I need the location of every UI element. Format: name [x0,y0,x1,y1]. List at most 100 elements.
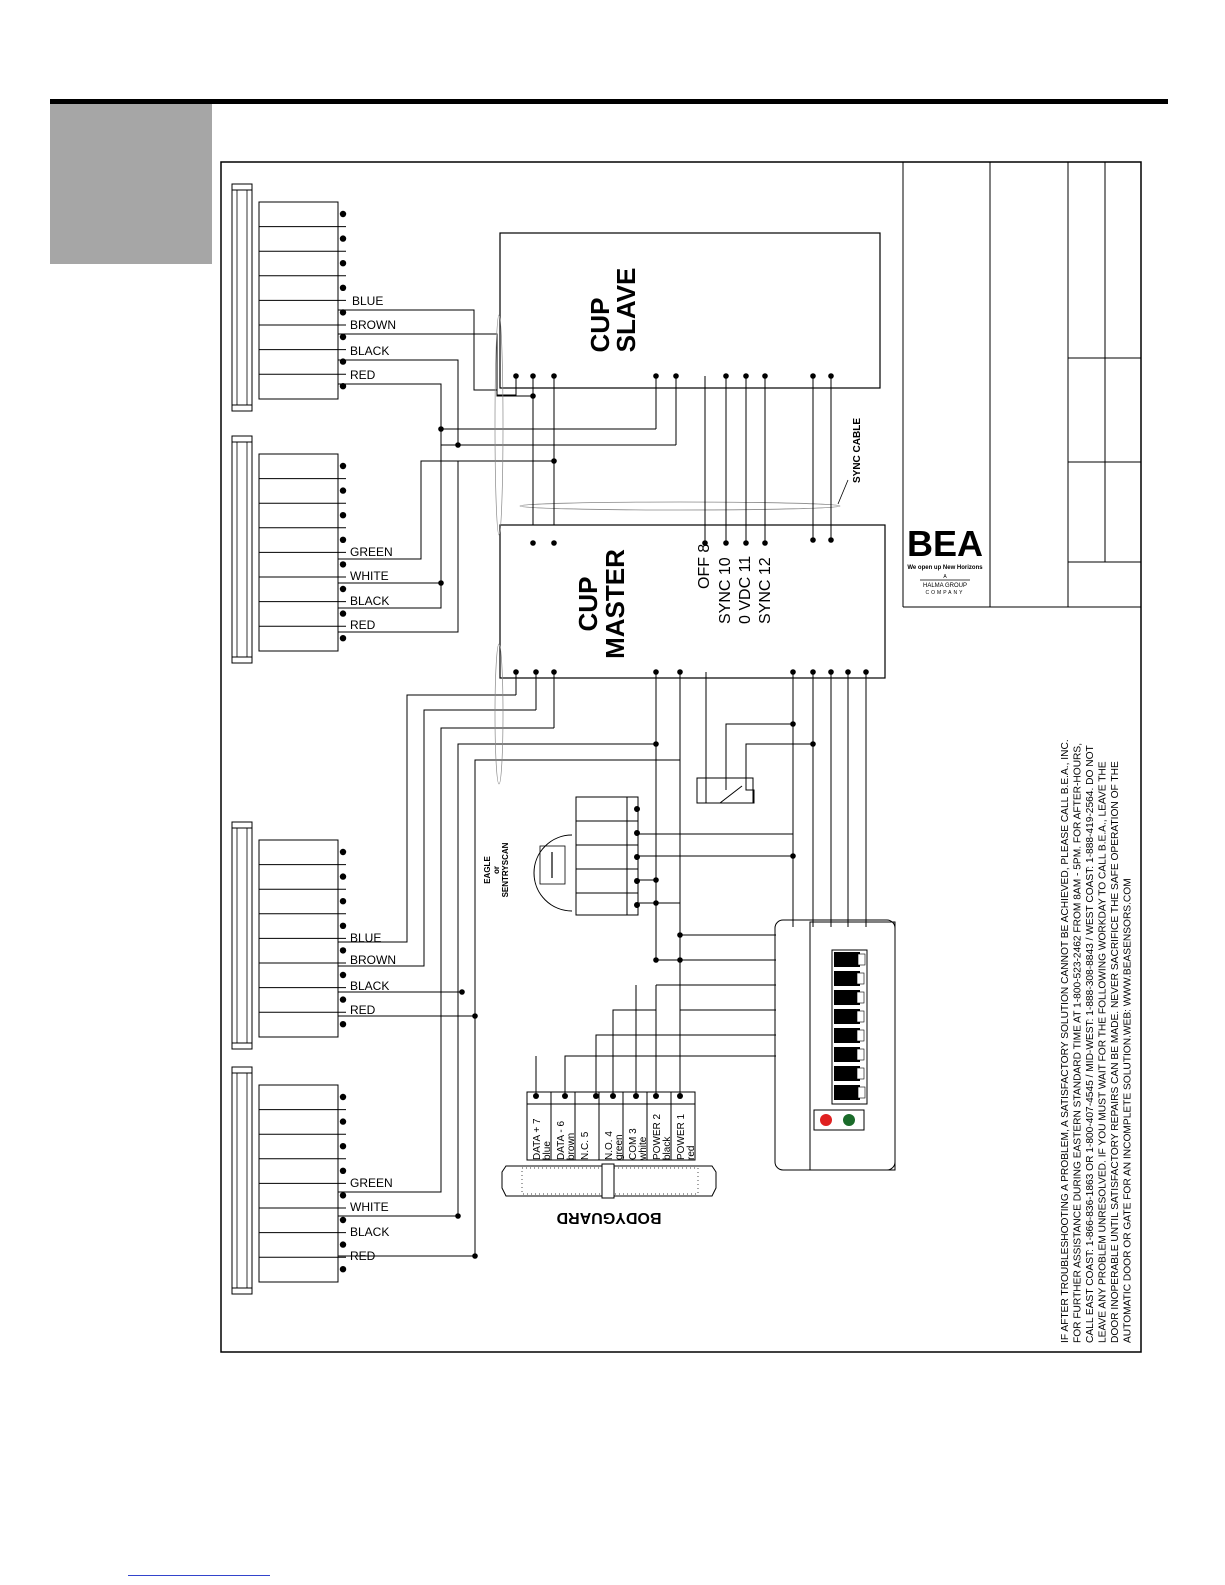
logo-parent-a: A [943,574,947,580]
sensor-label-1: EAGLE [483,856,492,884]
terminal-dot [339,996,347,1003]
terminal-dot [653,1093,659,1099]
section-tab-block [50,104,212,264]
terminal-dot [339,512,347,519]
terminal-dot [339,1192,347,1199]
terminal-dot [339,309,347,316]
bodyguard-pin-label: COM 3 [628,1128,639,1160]
notice-line: CALL EAST COAST: 1-866-836-1863 OR 1-800… [1085,745,1096,1343]
sensor-label-2: or [492,866,501,874]
junction-dot [530,373,536,379]
junction-dot [530,393,536,399]
terminal-dot [634,854,640,860]
terminal-dot [339,358,347,365]
wire-labels-2: GREEN WHITE BLACK RED [350,545,393,632]
terminal-dot [533,1093,539,1099]
junction-dot [677,669,683,675]
wire-label: WHITE [350,1200,389,1214]
junction-dot [653,741,659,747]
terminal-dot [610,1093,616,1099]
junction-dot [673,373,679,379]
terminal-dot [339,210,347,218]
terminal-dot [339,333,347,341]
bodyguard-pin-color: white [638,1136,649,1161]
dip-switch [834,952,860,967]
logo-parent-sub: COMPANY [926,590,965,596]
wire-labels-3: BLUE BROWN BLACK RED [350,931,396,1017]
junction-dot [723,373,729,379]
terminal-dot [677,1093,683,1099]
wire-label: BLACK [350,979,389,993]
junction-dot [723,540,729,546]
bodyguard-title: BODYGUARD [557,1209,662,1226]
junction-dot [513,373,519,379]
led-green-icon [843,1114,855,1126]
notice-line: AUTOMATIC DOOR OR GATE FOR AN INCOMPLETE… [1123,878,1134,1343]
junction-dot [438,426,444,432]
wire-label: GREEN [350,545,393,559]
wire-label: RED [350,618,376,632]
junction-dot [828,537,834,543]
dip-switch [834,971,860,986]
dip-switch-bank [831,949,868,1105]
junction-dot [455,1213,461,1219]
junction-dot [653,669,659,675]
connector-strip-3 [231,821,347,1050]
cup-slave-box [499,232,881,389]
junction-dot [790,853,796,859]
junction-dot [743,540,749,546]
terminal-dot [339,1021,347,1028]
dip-switch [834,1085,860,1100]
bodyguard-pin-label: N.C. 5 [580,1131,591,1160]
junction-dot [653,373,659,379]
header-rule [50,99,1168,104]
bodyguard-pin-color: brown [566,1133,577,1160]
terminal-dot [339,585,347,593]
bodyguard-pin-color: black [662,1136,673,1160]
wire-label: GREEN [350,1176,393,1190]
junction-dot [551,373,557,379]
junction-dot [551,540,557,546]
junction-dot [743,373,749,379]
bodyguard-device: BODYGUARD [501,1163,717,1226]
sync-cable-bundle [519,501,841,511]
junction-dot [533,669,539,675]
dip-switch [834,1009,860,1024]
notice-line: DOOR INOPERABLE UNTIL SATISFACTORY REPAI… [1110,761,1121,1343]
wire-label: BLUE [350,931,381,945]
control-box [774,919,896,1171]
junction-dot [438,580,444,586]
terminal-dot [339,1093,347,1101]
bea-logo: BEA We open up New Horizons A HALMA GROU… [907,523,983,596]
terminal-dot [339,635,347,642]
junction-dot [551,458,557,464]
junction-dot [810,669,816,675]
notice-line: FOR FURTHER ASSISTANCE DURING EASTERN ST… [1073,743,1084,1343]
terminal-dot [339,260,347,267]
strip-housing [231,441,253,658]
logo-text: BEA [907,523,983,564]
terminal-dot [339,383,347,390]
bodyguard-pin-label: DATA + 7 [532,1118,543,1160]
logo-tagline: We open up New Horizons [907,565,983,571]
junction-dot [845,669,851,675]
junction-dot [472,1013,478,1019]
terminal-dot [633,1093,639,1099]
wire-labels-4: GREEN WHITE BLACK RED [350,1176,393,1263]
junction-dot [455,442,461,448]
terminal-dot [339,462,347,470]
terminal-dot [339,971,347,979]
cup-slave-label-2: SLAVE [611,268,641,353]
sensor-label-3: SENTRYSCAN [501,842,510,897]
terminal-dot [634,806,640,812]
diagram-frame [220,161,1142,1353]
strip-housing [231,189,253,406]
master-pin-label: OFF 8 [696,544,713,589]
wire-label: RED [350,1003,376,1017]
dip-switch [834,1028,860,1043]
junction-dot [653,957,659,963]
terminal-dot [339,487,347,494]
connector-strip-2 [231,435,347,664]
terminal-dot [339,922,347,929]
